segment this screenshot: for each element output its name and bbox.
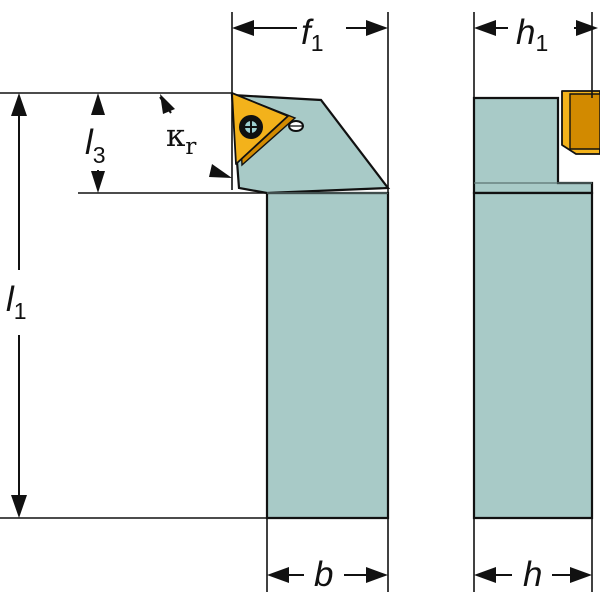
kr-bottom-arrow-icon xyxy=(209,164,232,178)
label-l1: l1 xyxy=(6,280,27,324)
h1-left-arrow-icon xyxy=(474,20,496,36)
side-view xyxy=(230,92,391,520)
label-f1: f1 xyxy=(301,13,324,56)
h1-right-arrow-icon xyxy=(576,20,598,36)
label-b: b xyxy=(314,555,333,594)
label-l3: l3 xyxy=(85,123,106,168)
h-right-arrow-icon xyxy=(570,567,592,583)
h-left-arrow-icon xyxy=(474,567,496,583)
l1-top-arrow-icon xyxy=(11,93,27,116)
f1-right-arrow-icon xyxy=(366,20,388,36)
kr-top-arrow-icon xyxy=(160,94,175,114)
l3-top-arrow-icon xyxy=(91,93,105,115)
insert-screw-cross-icon xyxy=(245,121,257,133)
end-view xyxy=(472,90,600,520)
dimension-lines xyxy=(0,12,598,592)
f1-left-arrow-icon xyxy=(232,20,254,36)
side-holder-shank xyxy=(265,191,390,520)
l3-bottom-arrow-icon xyxy=(91,171,105,193)
b-left-arrow-icon xyxy=(267,567,289,583)
label-kr: κr xyxy=(166,118,196,160)
l1-bottom-arrow-icon xyxy=(11,495,27,518)
label-h1: h1 xyxy=(516,13,548,56)
cutting-insert xyxy=(231,92,304,167)
end-holder-shank xyxy=(472,191,594,520)
b-right-arrow-icon xyxy=(366,567,388,583)
end-view-insert-shadow xyxy=(569,93,600,150)
label-h: h xyxy=(523,555,542,594)
